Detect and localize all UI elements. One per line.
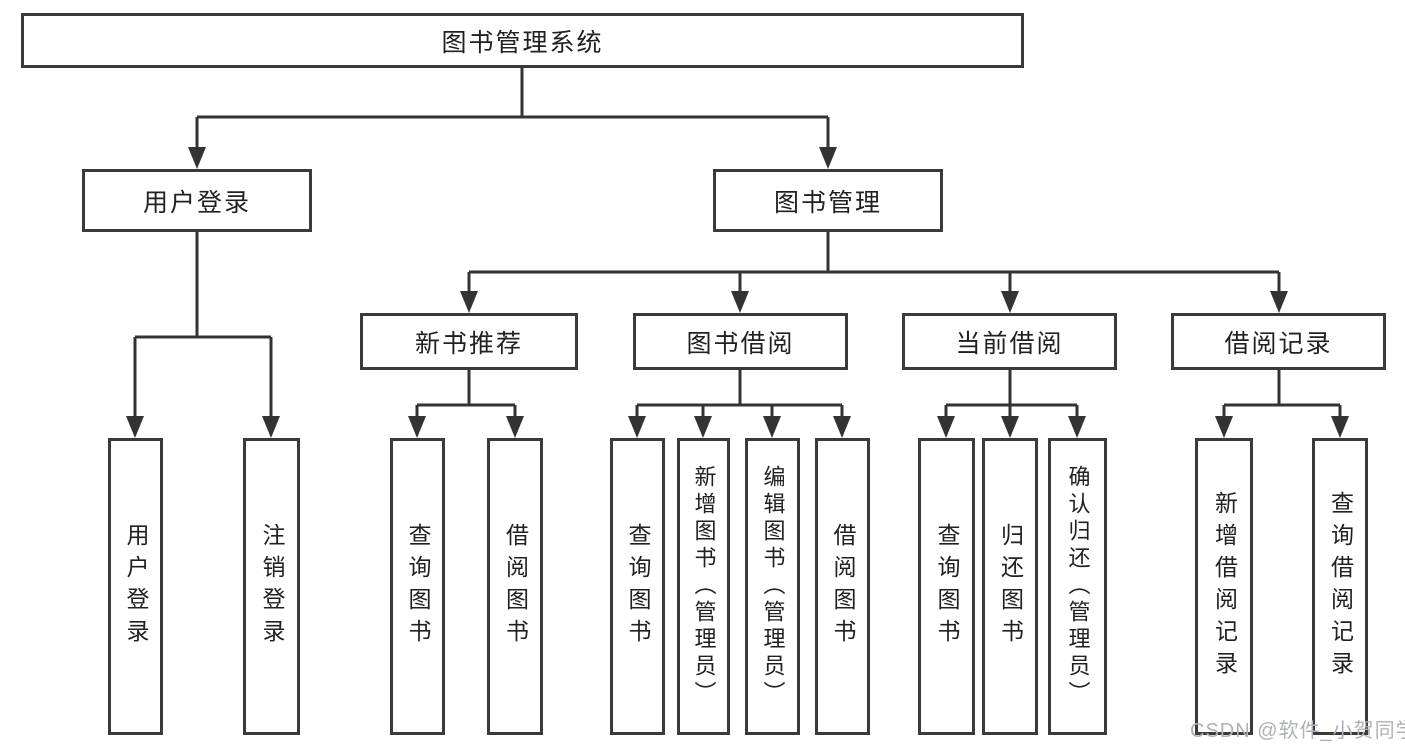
leaf-logout-label: 注销登录 [259,522,285,651]
leaf-bb-borrow-label: 借阅图书 [830,522,856,651]
arrowhead-book-borrow [731,291,749,313]
leaf-cb-confirm-admin: 确认归还（管理员） [1048,438,1107,735]
node-new-book: 新书推荐 [360,313,578,370]
leaf-cb-query-label: 查询图书 [934,522,960,651]
leaf-cb-confirm-admin-label: 确认归还（管理员） [1065,465,1091,708]
node-book-borrow: 图书借阅 [633,313,848,370]
arrowhead-book-mgmt [819,147,837,169]
arrowhead-cb-query [937,416,955,438]
node-borrow-record-label: 借阅记录 [1224,329,1333,358]
arrowhead-br-add [1215,416,1233,438]
connector-newbook-to-leaves [415,370,517,421]
leaf-br-add-label: 新增借阅记录 [1211,490,1238,683]
node-current-borrow: 当前借阅 [902,313,1117,370]
arrowhead-bb-add [694,416,712,438]
leaf-bb-edit-admin-label: 编辑图书（管理员） [760,465,786,708]
node-book-mgmt-label: 图书管理 [773,188,882,217]
node-new-book-label: 新书推荐 [414,329,523,358]
leaf-cb-return: 归还图书 [982,438,1038,735]
node-root-label: 图书管理系统 [441,28,604,57]
leaf-br-query-label: 查询借阅记录 [1327,490,1354,683]
leaf-newbook-borrow-label: 借阅图书 [502,522,529,651]
connector-currentborrow-to-leaves [944,370,1079,421]
arrowhead-leaf-user-login [126,416,144,438]
connector-bookborrow-to-leaves [635,370,844,421]
arrowhead-current-borrow [1001,291,1019,313]
arrowhead-nb-borrow [506,416,524,438]
leaf-bb-query: 查询图书 [610,438,665,735]
arrowhead-borrow-record [1270,291,1288,313]
arrowhead-new-book [460,291,478,313]
connector-root-to-level2 [195,68,830,152]
connector-mgmt-to-level3 [467,232,1281,296]
leaf-newbook-query-label: 查询图书 [405,522,431,651]
leaf-newbook-borrow: 借阅图书 [487,438,543,735]
leaf-br-add: 新增借阅记录 [1195,438,1253,735]
node-user-login-label: 用户登录 [142,188,251,217]
node-book-mgmt: 图书管理 [713,169,943,232]
leaf-newbook-query: 查询图书 [390,438,445,735]
arrowhead-bb-edit [763,416,781,438]
csdn-watermark: CSDN @软件_小贺同学 [1190,720,1405,742]
leaf-br-query: 查询借阅记录 [1312,438,1368,735]
leaf-user-login: 用户登录 [108,438,163,735]
node-user-login: 用户登录 [82,169,312,232]
arrowhead-br-query [1331,416,1349,438]
leaf-bb-edit-admin: 编辑图书（管理员） [745,438,800,735]
connector-borrowrecord-to-leaves [1222,370,1342,421]
arrowhead-bb-query [628,416,646,438]
node-book-borrow-label: 图书借阅 [686,329,795,358]
connector-login-to-leaves [133,232,273,421]
leaf-cb-query: 查询图书 [918,438,975,735]
arrowhead-nb-query [408,416,426,438]
leaf-bb-add-admin: 新增图书（管理员） [677,438,730,735]
leaf-logout: 注销登录 [243,438,300,735]
leaf-bb-add-admin-label: 新增图书（管理员） [691,465,717,708]
leaf-cb-return-label: 归还图书 [997,522,1024,651]
node-borrow-record: 借阅记录 [1171,313,1386,370]
leaf-bb-query-label: 查询图书 [625,522,651,651]
node-current-borrow-label: 当前借阅 [955,329,1064,358]
leaf-user-login-label: 用户登录 [123,522,149,651]
arrowhead-bb-borrow [833,416,851,438]
arrowhead-leaf-logout [262,416,280,438]
node-root: 图书管理系统 [21,13,1024,68]
arrowhead-cb-return [1001,416,1019,438]
leaf-bb-borrow: 借阅图书 [815,438,870,735]
arrowhead-user-login [188,147,206,169]
arrowhead-cb-confirm [1068,416,1086,438]
